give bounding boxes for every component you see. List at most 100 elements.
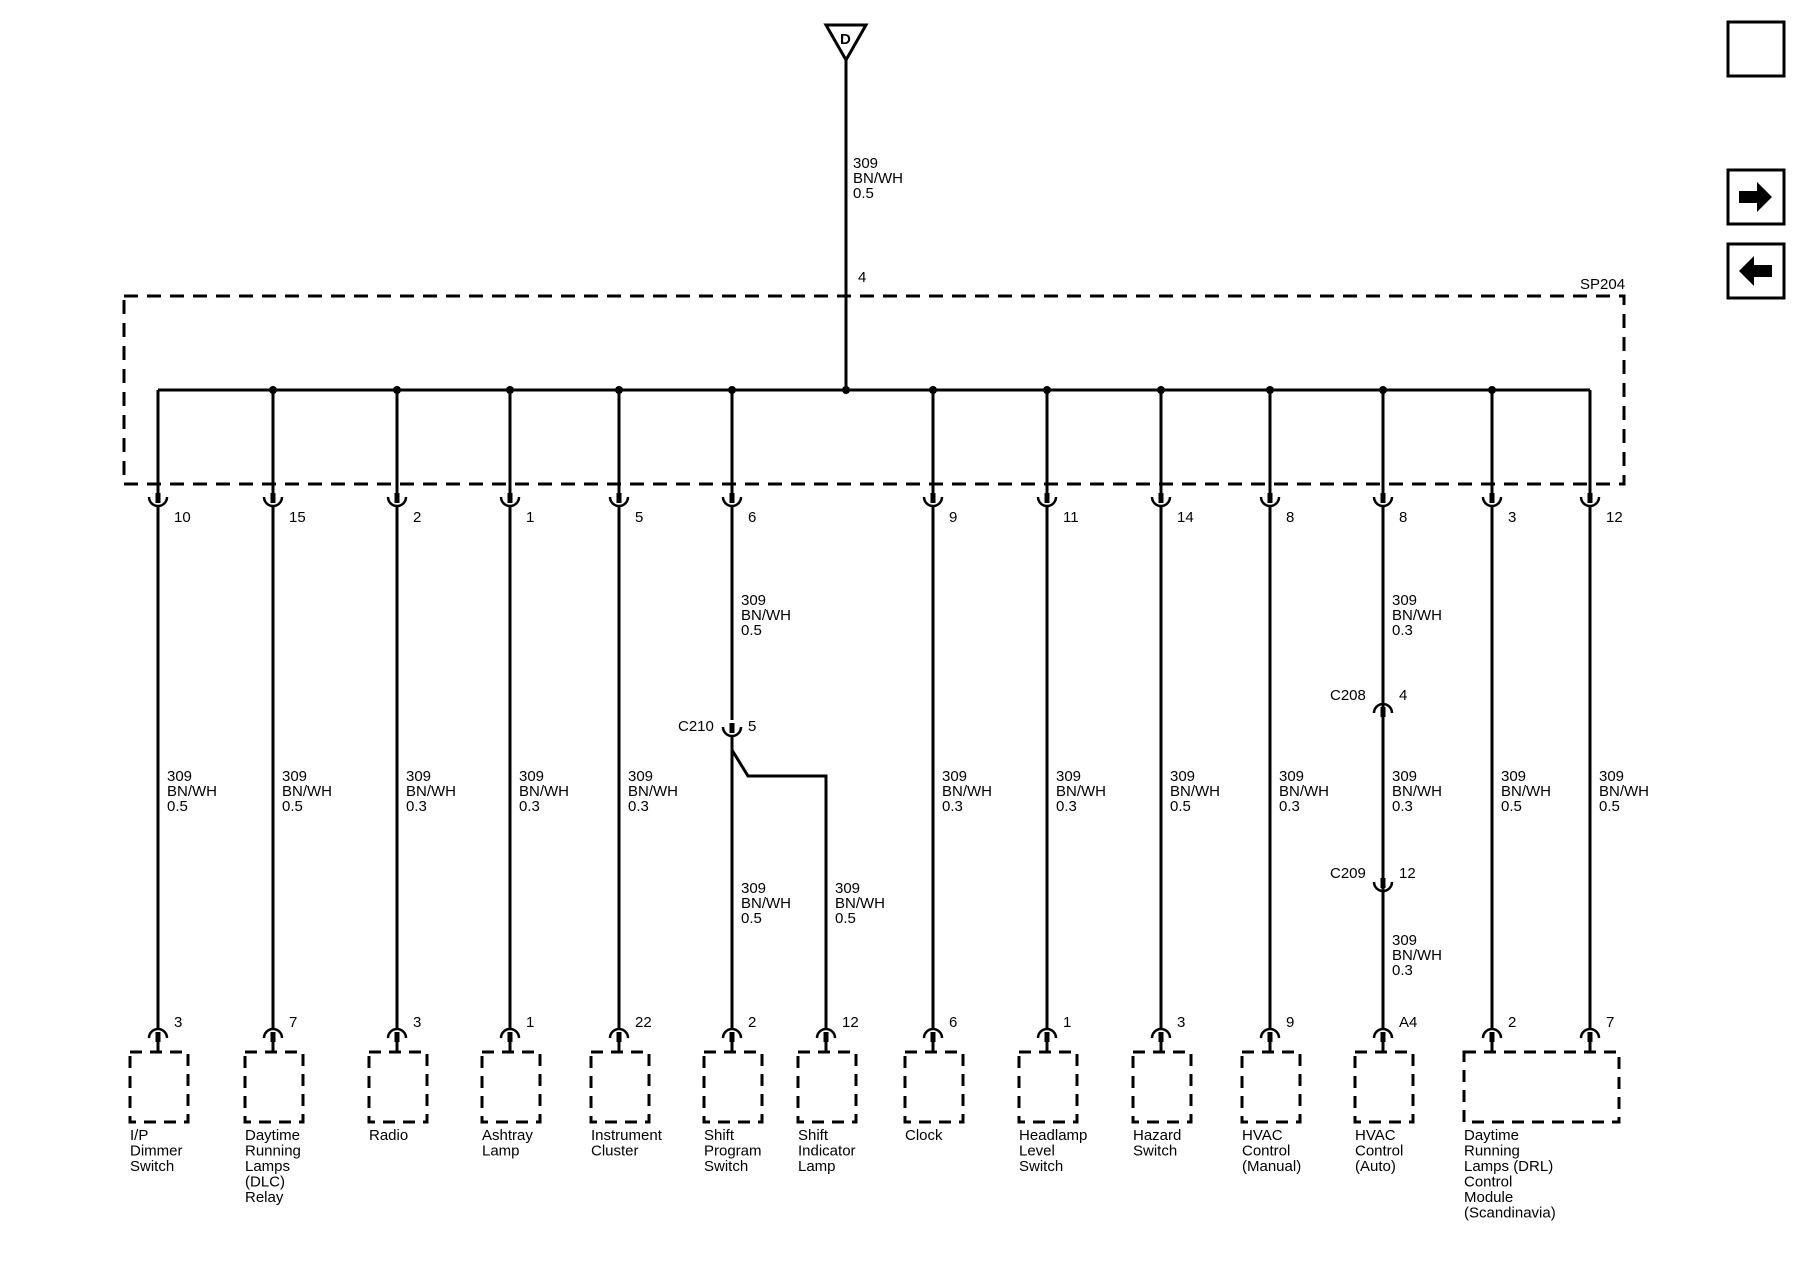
wire-label-drl-module-b-size: 0.5 — [1599, 798, 1620, 815]
comp-connector-ashtray — [499, 1027, 521, 1039]
comp-connector-drl-module-a — [1481, 1027, 1503, 1039]
component-headlamp — [1017, 1050, 1079, 1124]
wire-label-ashtray-size: 0.3 — [519, 798, 540, 815]
connector-c209-pin — [1380, 878, 1386, 888]
component-label-hvac-manual-line: (Manual) — [1242, 1158, 1301, 1175]
comp-connector-hazard-pin — [1158, 1032, 1164, 1042]
comp-connector-ip-dimmer-pin — [155, 1032, 161, 1042]
wire-label-hvac-auto-2-circuit: 309 — [1392, 768, 1417, 785]
splice-pin-drl-relay: 15 — [289, 509, 306, 526]
wire-label-shift-indicator-circuit: 309 — [835, 880, 860, 897]
connector-c210-name: C210 — [678, 718, 714, 735]
component-shift-program — [702, 1050, 764, 1124]
wire-label-shift-upper-color: BN/WH — [741, 607, 791, 624]
wire-label-shift-program-circuit: 309 — [741, 880, 766, 897]
wire-label-hvac-auto-3-size: 0.3 — [1392, 962, 1413, 979]
component-label-ashtray-line: Lamp — [482, 1143, 520, 1160]
component-label-hazard-line: Switch — [1133, 1143, 1177, 1160]
comp-connector-cluster — [608, 1027, 630, 1039]
splice-connector-clock-pin — [930, 493, 936, 503]
wire-label-hazard-size: 0.5 — [1170, 798, 1191, 815]
component-label-drl-relay-line: (DLC) — [245, 1174, 285, 1191]
wire-label-hvac-auto-2-size: 0.3 — [1392, 798, 1413, 815]
component-label-drl-module-line: Lamps (DRL) — [1464, 1158, 1553, 1175]
component-hazard — [1131, 1050, 1193, 1124]
component-hvac-manual — [1240, 1050, 1302, 1124]
comp-connector-radio-pin — [394, 1032, 400, 1042]
comp-connector-shift-indicator-pin — [823, 1032, 829, 1042]
component-label-ip-dimmer-line: Switch — [130, 1158, 174, 1175]
splice-pin-shift: 6 — [748, 509, 756, 526]
wire-label-clock-color: BN/WH — [942, 783, 992, 800]
component-label-drl-module-line: Module — [1464, 1189, 1513, 1206]
splice-pin-hvac-auto: 8 — [1399, 509, 1407, 526]
wire-label-shift-indicator-size: 0.5 — [835, 910, 856, 927]
comp-pin-ashtray: 1 — [526, 1014, 534, 1031]
splice-pin-cluster: 5 — [635, 509, 643, 526]
component-cluster — [589, 1050, 651, 1124]
loc-button[interactable] — [1726, 20, 1786, 78]
component-label-clock-line: Clock — [905, 1127, 943, 1144]
component-label-radio-line: Radio — [369, 1127, 408, 1144]
splice-pin-headlamp: 11 — [1063, 509, 1079, 526]
splice-connector-hvac-manual-pin — [1267, 493, 1273, 503]
comp-connector-clock — [922, 1027, 944, 1039]
wire-label-ip-dimmer-circuit: 309 — [167, 768, 192, 785]
component-label-drl-relay-line: Daytime — [245, 1127, 300, 1144]
wire-label-cluster-size: 0.3 — [628, 798, 649, 815]
main-wire-size: 0.5 — [853, 185, 874, 202]
comp-pin-drl-module-b: 7 — [1606, 1014, 1614, 1031]
wire-label-hvac-manual-color: BN/WH — [1279, 783, 1329, 800]
splice-pin-ip-dimmer: 10 — [174, 509, 191, 526]
wire-label-hvac-manual-circuit: 309 — [1279, 768, 1304, 785]
component-label-ip-dimmer-line: Dimmer — [130, 1143, 183, 1160]
comp-connector-hvac-auto — [1372, 1027, 1394, 1039]
comp-connector-headlamp-pin — [1044, 1032, 1050, 1042]
comp-connector-headlamp — [1036, 1027, 1058, 1039]
component-radio — [367, 1050, 429, 1124]
wire-label-hvac-auto-1-color: BN/WH — [1392, 607, 1442, 624]
comp-pin-cluster: 22 — [635, 1014, 652, 1031]
wire-label-hvac-auto-1-circuit: 309 — [1392, 592, 1417, 609]
connector-c209 — [1372, 881, 1394, 893]
splice-pin-drl-module-b: 12 — [1606, 509, 1623, 526]
component-label-hvac-auto-line: (Auto) — [1355, 1158, 1396, 1175]
comp-pin-radio: 3 — [413, 1014, 421, 1031]
comp-pin-hvac-auto: A4 — [1399, 1014, 1417, 1031]
splice-connector-radio-pin — [394, 493, 400, 503]
comp-pin-shift-indicator: 12 — [842, 1014, 859, 1031]
component-label-shift-indicator-line: Lamp — [798, 1158, 836, 1175]
splice-connector-hazard-pin — [1158, 493, 1164, 503]
component-label-hvac-manual-line: HVAC — [1242, 1127, 1283, 1144]
comp-pin-hazard: 3 — [1177, 1014, 1185, 1031]
wire-label-ip-dimmer-color: BN/WH — [167, 783, 217, 800]
wire-label-headlamp-circuit: 309 — [1056, 768, 1081, 785]
connector-c209-name: C209 — [1330, 865, 1366, 882]
component-hvac-auto — [1353, 1050, 1415, 1124]
connector-c208-pin: 4 — [1399, 687, 1407, 704]
component-label-hvac-auto-line: HVAC — [1355, 1127, 1396, 1144]
wire-label-shift-program-color: BN/WH — [741, 895, 791, 912]
component-label-shift-program-line: Shift — [704, 1127, 735, 1144]
comp-pin-shift-program: 2 — [748, 1014, 756, 1031]
component-label-headlamp-line: Headlamp — [1019, 1127, 1087, 1144]
comp-connector-drl-module-a-pin — [1489, 1032, 1495, 1042]
splice-connector-ashtray-pin — [507, 493, 513, 503]
wire-label-cluster-color: BN/WH — [628, 783, 678, 800]
wire-label-drl-module-a-color: BN/WH — [1501, 783, 1551, 800]
wire-label-hvac-auto-3-color: BN/WH — [1392, 947, 1442, 964]
component-label-drl-relay-line: Lamps — [245, 1158, 290, 1175]
splice-connector-hvac-auto-pin — [1380, 493, 1386, 503]
wire-label-hazard-circuit: 309 — [1170, 768, 1195, 785]
source-triangle — [823, 23, 869, 64]
main-wire-color: BN/WH — [853, 170, 903, 187]
component-label-hazard-line: Hazard — [1133, 1127, 1181, 1144]
component-label-shift-program-line: Program — [704, 1143, 762, 1160]
component-label-hvac-auto-line: Control — [1355, 1143, 1403, 1160]
comp-pin-drl-module-a: 2 — [1508, 1014, 1516, 1031]
comp-pin-ip-dimmer: 3 — [174, 1014, 182, 1031]
wire-label-radio-color: BN/WH — [406, 783, 456, 800]
component-label-cluster-line: Instrument — [591, 1127, 663, 1144]
wire-label-shift-upper-circuit: 309 — [741, 592, 766, 609]
wire-label-hvac-auto-3-circuit: 309 — [1392, 932, 1417, 949]
